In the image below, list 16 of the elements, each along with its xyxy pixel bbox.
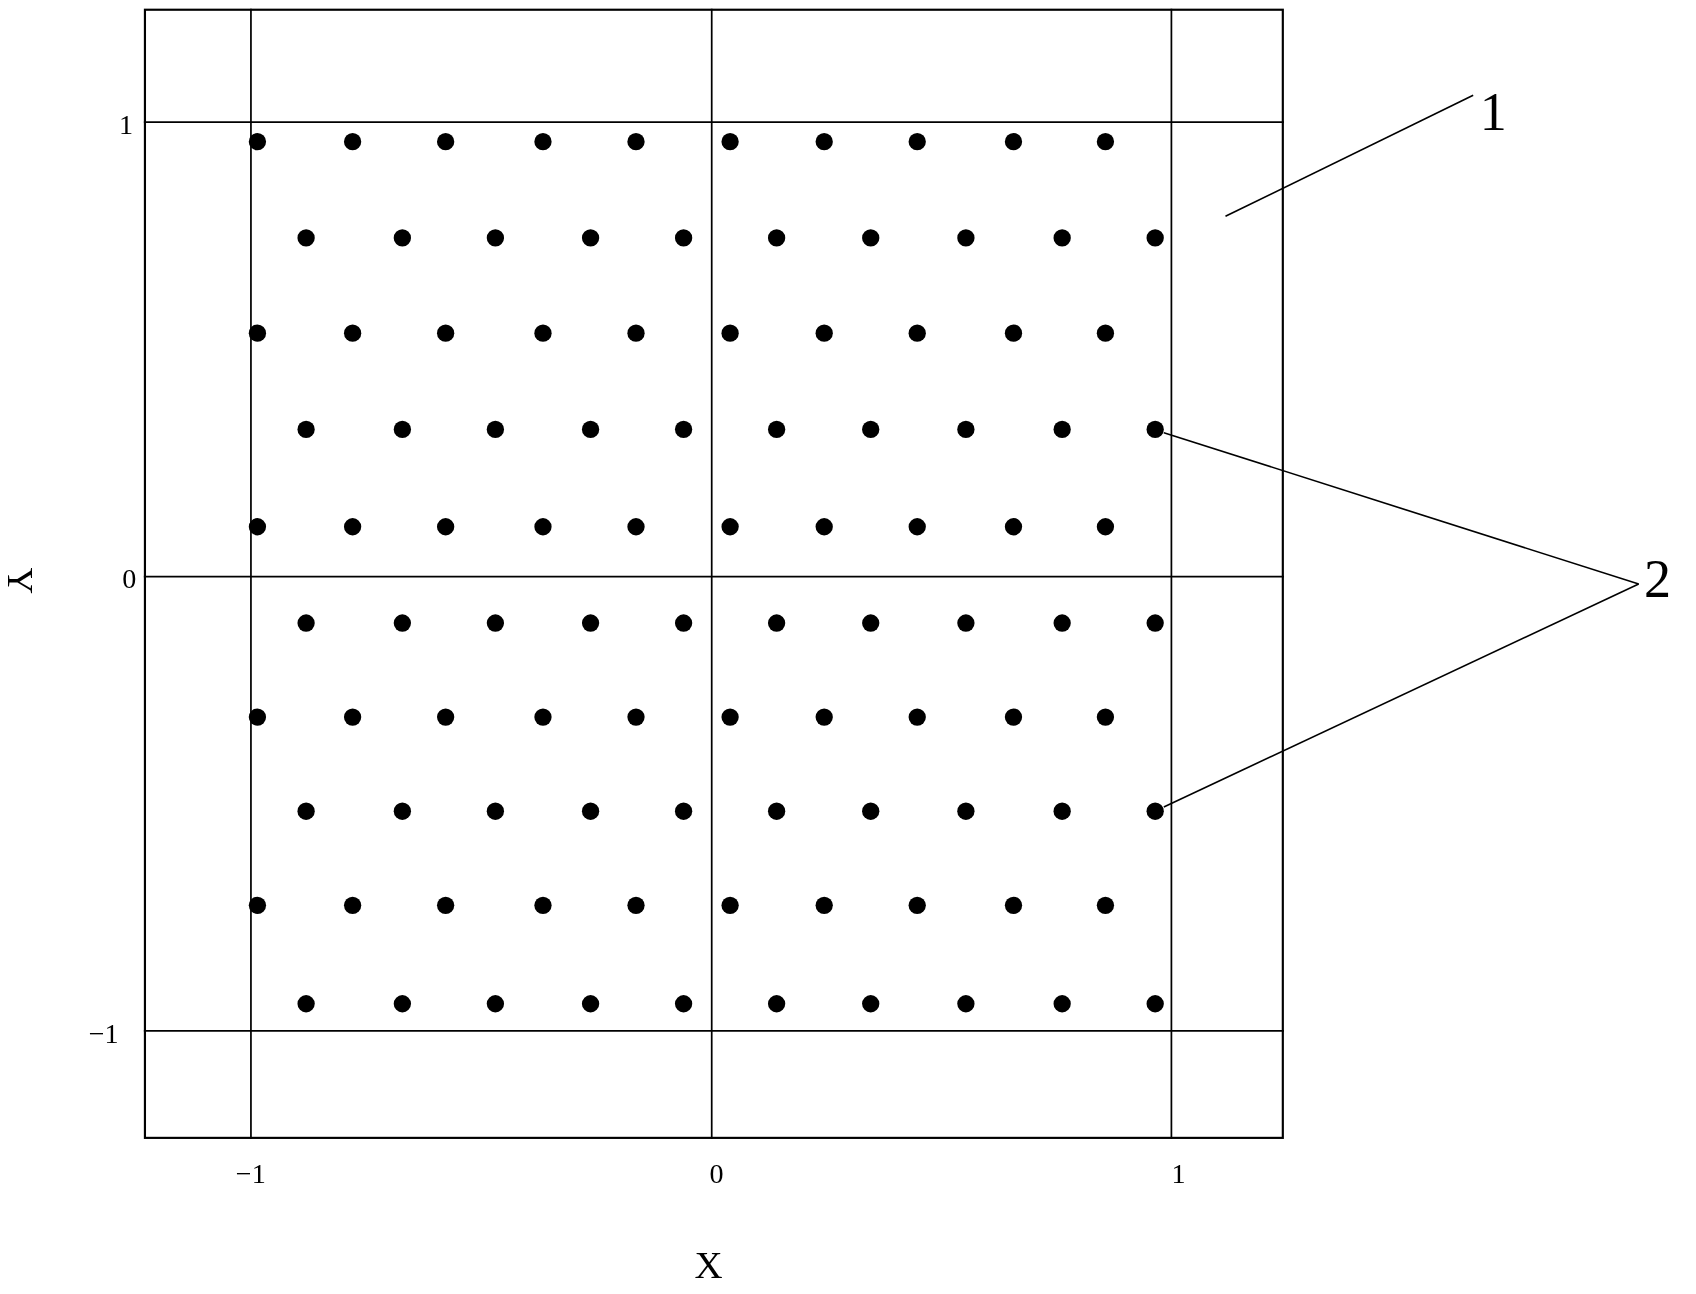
dot xyxy=(1146,420,1164,439)
leader-line xyxy=(1163,431,1640,585)
axis-tick-label: 1 xyxy=(1171,1160,1186,1189)
axis-tick-label: 1 xyxy=(119,111,134,140)
leader-line xyxy=(1224,94,1474,218)
dot xyxy=(1146,802,1164,820)
axis-tick-label: 0 xyxy=(709,1160,724,1189)
axis-tick-label: −1 xyxy=(88,1020,119,1049)
leader-line xyxy=(1163,583,1640,808)
callout-number: 2 xyxy=(1644,551,1672,606)
axis-tick-label: −1 xyxy=(235,1160,266,1189)
plate-frame xyxy=(143,8,1284,1139)
callout-number: 1 xyxy=(1479,84,1507,139)
axis-title: X xyxy=(694,1246,723,1285)
axis-tick-label: 0 xyxy=(122,565,137,594)
axis-title: Y xyxy=(1,567,39,595)
